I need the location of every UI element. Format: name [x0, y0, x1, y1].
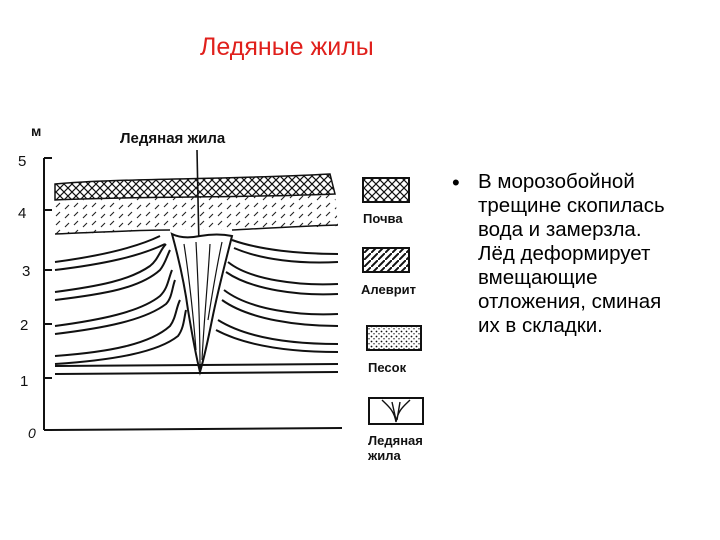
legend-label-ice-vein-line2: жила — [367, 448, 401, 463]
axis-tick-0: 0 — [28, 425, 36, 441]
legend-swatch-sand — [366, 325, 422, 351]
bullet-symbol: • — [452, 170, 460, 195]
axis-tick-1: 1 — [20, 373, 28, 390]
legend-label-ice-vein: Ледяная жила — [367, 433, 426, 463]
axis-tick-3: 3 — [22, 263, 30, 280]
axis-tick-5: 5 — [18, 153, 26, 170]
ice-vein-diagram: м 5 4 3 2 1 0 Ледяная жила — [18, 123, 426, 463]
depth-axis: м 5 4 3 2 1 0 — [18, 123, 52, 441]
legend-label-siltstone: Алеврит — [361, 282, 416, 297]
axis-unit-label: м — [31, 123, 41, 139]
bullet-text: В морозобойной трещине скопилась вода и … — [478, 170, 665, 337]
axis-tick-2: 2 — [20, 317, 28, 334]
slide-title: Ледяные жилы — [200, 33, 374, 61]
folded-strata — [54, 235, 339, 365]
legend: Почва Алеврит Песок Ледяная жила — [361, 177, 426, 463]
legend-ice-vein-symbol — [381, 399, 411, 423]
base-lines — [49, 363, 343, 431]
legend-label-sand: Песок — [368, 360, 407, 375]
legend-swatch-soil — [362, 177, 410, 203]
ice-vein-wedge — [170, 232, 234, 376]
legend-swatch-siltstone — [362, 247, 410, 273]
axis-tick-4: 4 — [18, 205, 26, 222]
ice-vein-label: Ледяная жила — [120, 130, 226, 147]
soil-layer — [54, 173, 339, 235]
legend-label-ice-vein-line1: Ледяная — [368, 433, 423, 448]
legend-label-soil: Почва — [363, 211, 403, 226]
